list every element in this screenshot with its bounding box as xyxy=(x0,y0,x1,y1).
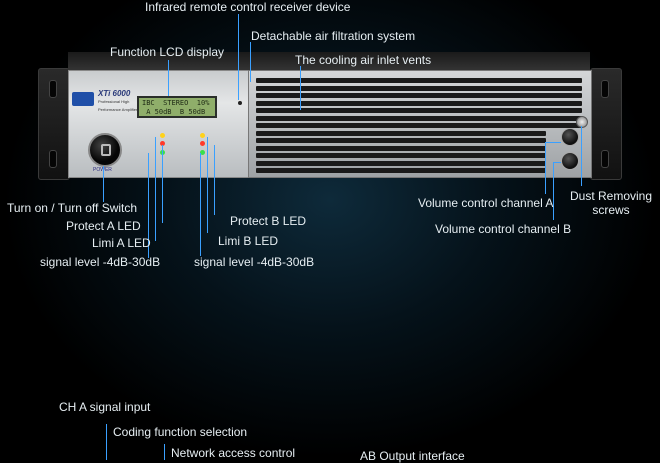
led-protect-a xyxy=(160,141,165,146)
label-power-switch: Turn on / Turn off Switch xyxy=(7,201,138,215)
vent-slot-row xyxy=(256,153,546,158)
leader-power xyxy=(103,166,104,202)
vent-slot-row xyxy=(256,85,582,91)
label-ir-receiver: Infrared remote control receiver device xyxy=(145,0,351,14)
label-air-filter: Detachable air filtration system xyxy=(251,29,416,43)
leader-signal-b xyxy=(200,153,201,256)
leader-volume-a-h xyxy=(545,142,561,143)
brand-logo xyxy=(72,92,94,106)
volume-knob-b[interactable] xyxy=(561,152,579,170)
label-volume-b: Volume control channel B xyxy=(435,222,572,236)
vent-slot-row xyxy=(256,123,582,128)
vent-slot-row xyxy=(256,100,582,106)
label-dust-screws: Dust Removing screws xyxy=(569,189,653,217)
chassis-top xyxy=(68,52,590,70)
leader-signal-a xyxy=(148,153,149,258)
leader-dust-screws xyxy=(581,126,582,186)
vent-slot-row xyxy=(256,78,582,83)
vent-slot-row xyxy=(256,168,546,173)
label-protect-a: Protect A LED xyxy=(66,219,141,233)
volume-knob-a[interactable] xyxy=(561,128,579,146)
dust-screw xyxy=(576,116,588,128)
leader-volume-b-h xyxy=(553,162,561,163)
vent-slot-row xyxy=(256,130,546,136)
leader-protect-b xyxy=(214,145,215,215)
label-protect-b: Protect B LED xyxy=(230,214,307,228)
label-volume-a: Volume control channel A xyxy=(418,196,554,210)
vent-slot-row xyxy=(256,160,546,166)
label-air-inlet: The cooling air inlet vents xyxy=(295,53,432,67)
label-signal-b: signal level -4dB-30dB xyxy=(194,255,315,269)
model-subtitle: Professional High Performance Amplifier xyxy=(98,99,138,112)
rack-slot xyxy=(49,80,57,98)
label-signal-a: signal level -4dB-30dB xyxy=(40,255,161,269)
led-signal-b xyxy=(200,150,205,155)
leader-lcd xyxy=(168,60,169,96)
rack-slot xyxy=(49,150,57,168)
leader-air-inlet xyxy=(300,66,301,110)
leader-air-filter xyxy=(250,42,251,82)
lcd-line-2: A 50dB B 50dB xyxy=(142,108,206,116)
led-limi-a xyxy=(160,133,165,138)
model-number: XTi 6000 xyxy=(98,89,131,98)
leader-limi-a xyxy=(155,137,156,241)
vent-slot-row xyxy=(256,115,582,121)
leader-volume-b xyxy=(553,162,554,220)
rack-slot xyxy=(601,150,609,168)
led-protect-b xyxy=(200,141,205,146)
leader-volume-a xyxy=(545,142,546,194)
label-limi-b: Limi B LED xyxy=(218,234,279,248)
label-lcd: Function LCD display xyxy=(110,45,225,59)
leader-coding xyxy=(106,424,107,460)
led-limi-b xyxy=(200,133,205,138)
power-label: POWER xyxy=(93,167,112,173)
leader-limi-b xyxy=(207,137,208,233)
rack-slot xyxy=(601,80,609,98)
leader-protect-a xyxy=(162,145,163,223)
label-network: Network access control xyxy=(171,446,296,460)
model-name: XTi 6000 Professional High Performance A… xyxy=(98,90,137,114)
vent-slot-row xyxy=(256,145,546,151)
lcd-display: IBC STEREO 10% A 50dB B 50dB xyxy=(137,96,217,118)
power-button[interactable] xyxy=(88,133,122,167)
vent-slot-row xyxy=(256,138,546,143)
label-limi-a: Limi A LED xyxy=(92,236,151,250)
vent-slot-row xyxy=(256,93,582,98)
label-ch-a-input: CH A signal input xyxy=(59,400,151,414)
lcd-line-1: IBC STEREO 10% xyxy=(142,99,210,107)
vent-slot-row xyxy=(256,108,582,113)
ir-receiver-dot xyxy=(238,101,242,105)
leader-network xyxy=(164,444,165,460)
leader-ir xyxy=(238,14,239,100)
label-ab-output: AB Output interface xyxy=(360,449,465,463)
label-coding: Coding function selection xyxy=(113,425,248,439)
